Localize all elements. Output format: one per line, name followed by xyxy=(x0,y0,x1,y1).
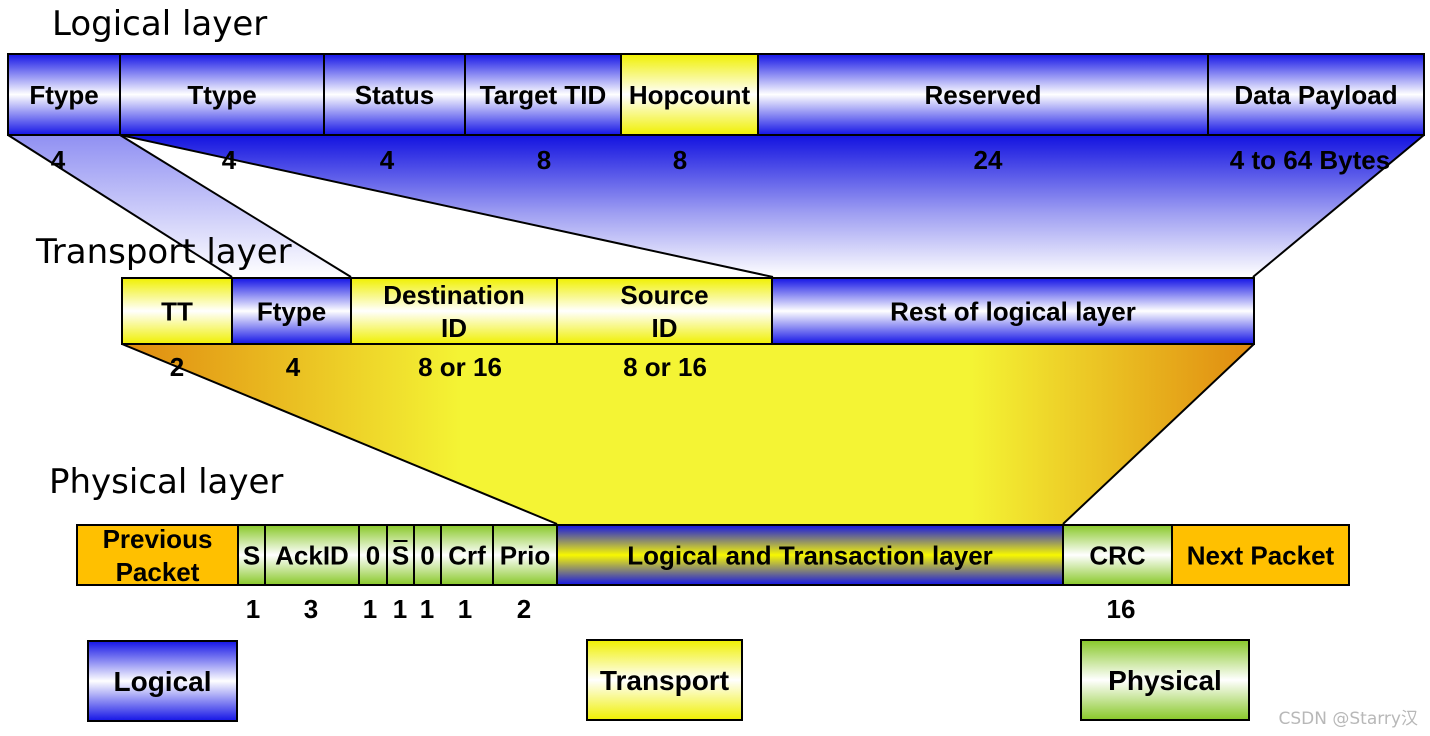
logical-bits-ftype: 4 xyxy=(51,145,66,175)
physical-label-previous-packet: Packet xyxy=(116,557,200,587)
logical-bits-hopcount: 8 xyxy=(673,145,687,175)
funnel-edge xyxy=(1062,343,1255,525)
transport-bits-destination-id: 8 or 16 xyxy=(418,352,502,382)
physical-label-next-packet: Next Packet xyxy=(1187,540,1335,570)
logical-to-transport-funnel xyxy=(120,135,1424,277)
physical-field-s-bar xyxy=(386,524,415,586)
physical-layer-row: PreviousPacketS1AckID301S101Crf1Prio2Log… xyxy=(76,524,1350,624)
funnel-edge xyxy=(119,134,352,278)
logical-field-ttype xyxy=(119,53,325,136)
transport-label-source-id: ID xyxy=(652,313,678,343)
physical-label-prio: Prio xyxy=(500,540,551,570)
legend-label-logical: Logical xyxy=(113,666,211,697)
logical-bits-ttype: 4 xyxy=(222,145,237,175)
transport-bits-ftype: 4 xyxy=(286,352,301,382)
transport-field-destination-id xyxy=(350,277,558,345)
logical-field-ftype xyxy=(7,53,121,136)
physical-label-crf: Crf xyxy=(448,540,486,570)
physical-field-0 xyxy=(413,524,442,586)
logical-bits-target-tid: 8 xyxy=(537,145,551,175)
physical-field-s xyxy=(237,524,266,586)
transport-label-ftype: Ftype xyxy=(257,296,326,326)
transport-label-tt: TT xyxy=(161,296,193,326)
legend-swatch-transport xyxy=(586,639,743,721)
legend-swatch-physical xyxy=(1080,639,1250,721)
physical-field-next-packet xyxy=(1171,524,1350,586)
watermark: CSDN @Starry汉 xyxy=(1279,709,1419,729)
logical-field-hopcount xyxy=(620,53,759,136)
physical-label-logical-and-transaction-layer: Logical and Transaction layer xyxy=(627,540,993,570)
physical-label-s: S xyxy=(243,540,260,570)
transport-label-source-id: Source xyxy=(620,280,708,310)
physical-bits-s-bar: 1 xyxy=(393,594,407,624)
physical-label-previous-packet: Previous xyxy=(103,524,213,554)
transport-to-physical-funnel xyxy=(122,344,1254,524)
logical-label-reserved: Reserved xyxy=(924,80,1041,110)
logical-label-ttype: Ttype xyxy=(187,80,256,110)
physical-bits-0: 1 xyxy=(420,594,434,624)
physical-bits-s: 1 xyxy=(246,594,260,624)
funnel-edge xyxy=(119,134,774,278)
logical-layer-row: Ftype 4 Ttype 4 Status 4 Target TID 8 Hopcount 8 R… xyxy=(7,53,1425,175)
logical-field-status xyxy=(323,53,466,136)
transport-bits-source-id: 8 or 16 xyxy=(623,352,707,382)
physical-bits-crf: 1 xyxy=(458,594,472,624)
logical-label-ftype: Ftype xyxy=(29,80,98,110)
physical-label-0: 0 xyxy=(366,540,380,570)
logical-field-target-tid xyxy=(464,53,622,136)
physical-bits-0: 1 xyxy=(363,594,377,624)
legend-swatch-logical xyxy=(87,640,238,722)
logical-bits-data-payload: 4 to 64 Bytes xyxy=(1230,145,1390,175)
physical-field-prio xyxy=(492,524,558,586)
logical-layer-title: Logical layer xyxy=(52,4,267,44)
transport-field-rest-of-logical-layer xyxy=(771,277,1255,345)
physical-bits-prio: 2 xyxy=(517,594,531,624)
logical-label-hopcount: Hopcount xyxy=(629,80,751,110)
ftype-to-ftype-funnel xyxy=(8,135,351,277)
legend-label-physical: Physical xyxy=(1108,665,1222,696)
logical-bits-status: 4 xyxy=(380,145,395,175)
legend-label-transport: Transport xyxy=(600,665,729,696)
transport-label-destination-id: Destination xyxy=(383,280,525,310)
transport-field-source-id xyxy=(556,277,773,345)
physical-field-previous-packet xyxy=(76,524,239,586)
physical-field-ackid xyxy=(264,524,360,586)
transport-field-ftype xyxy=(231,277,352,345)
transport-label-rest-of-logical-layer: Rest of logical layer xyxy=(890,296,1136,326)
funnel-edge xyxy=(121,343,558,525)
logical-field-reserved xyxy=(757,53,1209,136)
physical-field-crf xyxy=(440,524,494,586)
logical-bits-reserved: 24 xyxy=(974,145,1003,175)
physical-field-logical-and-transaction-layer xyxy=(556,524,1064,586)
physical-label-s-bar: S xyxy=(392,540,409,570)
logical-field-data-payload xyxy=(1207,53,1425,136)
transport-label-destination-id: ID xyxy=(441,313,467,343)
transport-layer-title: Transport layer xyxy=(35,232,292,272)
funnel-edge xyxy=(1252,134,1425,278)
physical-label-crc: CRC xyxy=(1089,540,1146,570)
transport-bits-tt: 2 xyxy=(170,352,184,382)
physical-layer-title: Physical layer xyxy=(49,462,283,502)
logical-label-target-tid: Target TID xyxy=(480,80,607,110)
legend: Logical Transport Physical xyxy=(87,639,1250,722)
logical-label-status: Status xyxy=(355,80,434,110)
funnel-edge xyxy=(7,134,233,278)
physical-bits-ackid: 3 xyxy=(304,594,318,624)
logical-label-data-payload: Data Payload xyxy=(1234,80,1397,110)
physical-label-0: 0 xyxy=(420,540,434,570)
physical-bits-crc: 16 xyxy=(1107,594,1136,624)
transport-field-tt xyxy=(121,277,233,345)
physical-label-ackid: AckID xyxy=(275,540,349,570)
